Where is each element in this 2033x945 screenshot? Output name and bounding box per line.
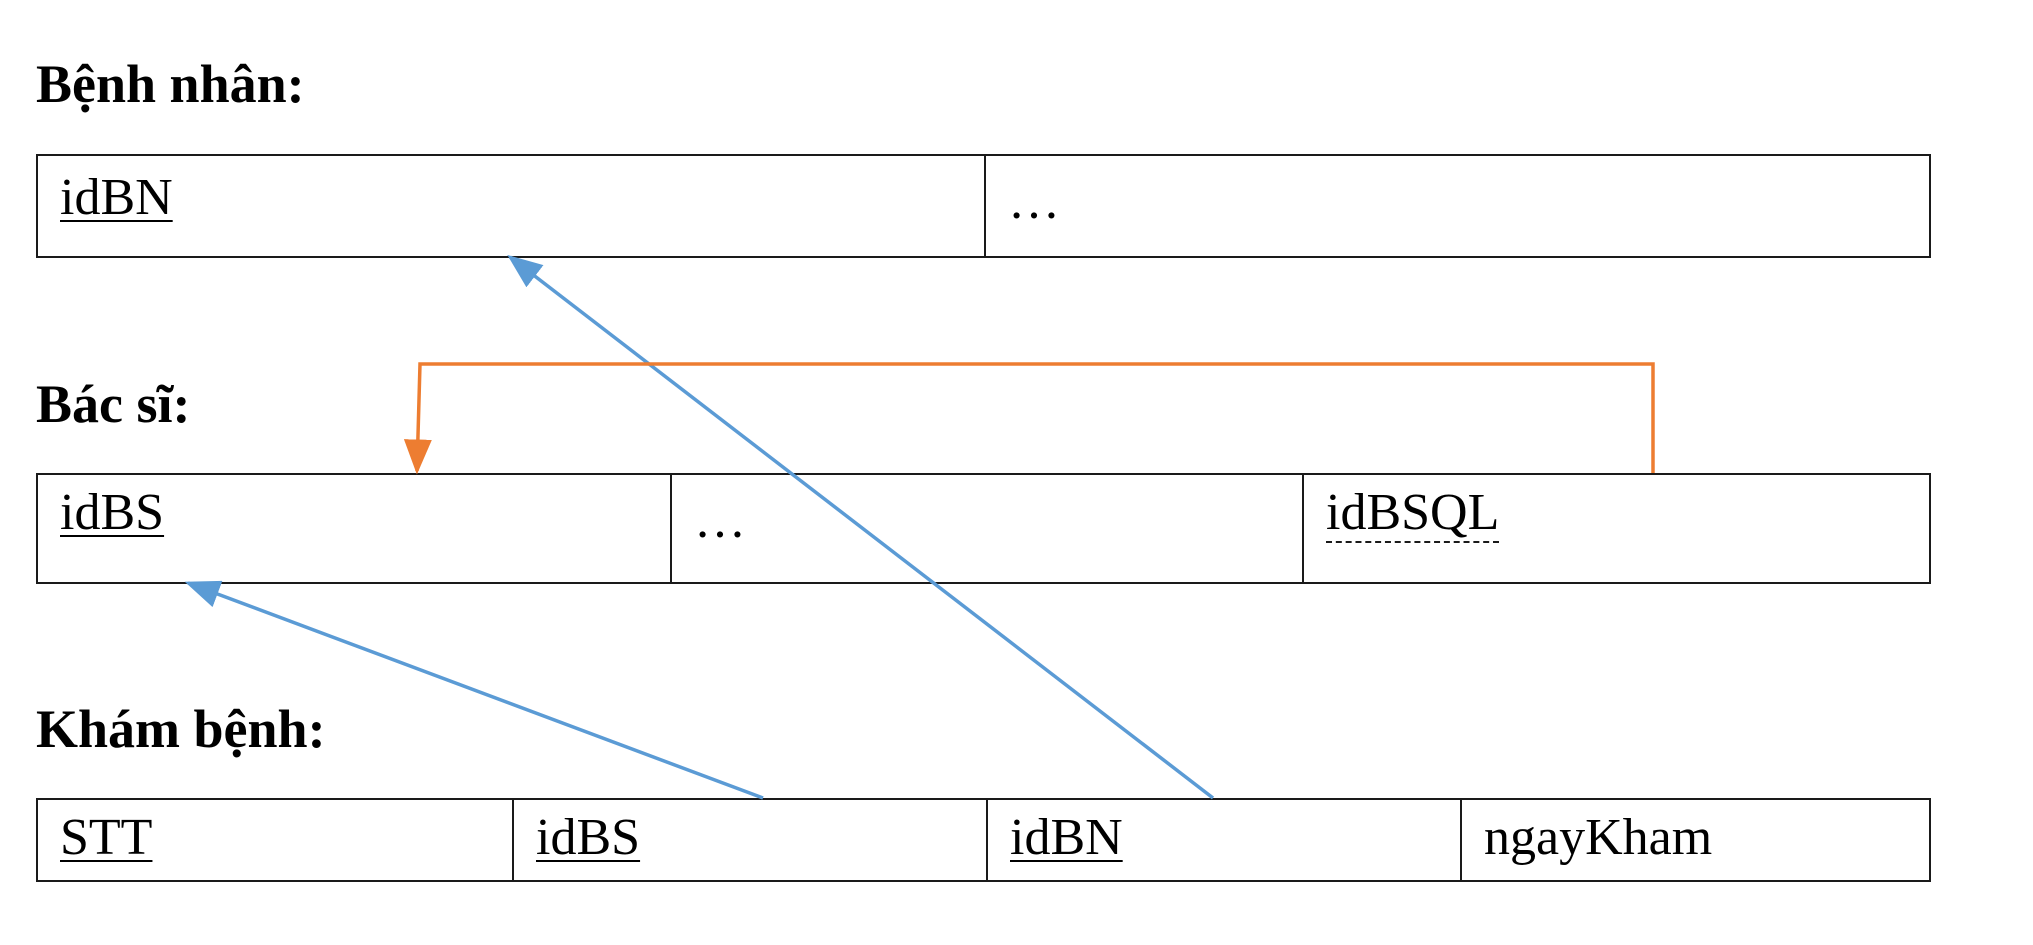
fk-arrow-idbs [184,580,764,800]
entity-title-kham-benh: Khám bệnh: [36,699,326,759]
entity-title-bac-si: Bác sĩ: [36,374,191,434]
column-label: idBSQL [1326,484,1500,543]
column-more: … [670,475,1302,582]
column-label: idBN [60,169,173,226]
column-ngaykham: ngayKham [1460,800,1929,880]
column-label: … [1008,173,1064,230]
column-idbsql: idBSQL [1302,475,1929,582]
column-label: idBS [536,809,641,866]
column-stt: STT [38,800,512,880]
column-more: … [984,156,1929,256]
column-idbn: idBN [986,800,1460,880]
column-idbn: idBN [38,156,984,256]
column-label: ngayKham [1484,809,1713,866]
column-label: … [694,492,750,549]
column-label: idBN [1010,809,1123,866]
entity-title-benh-nhan: Bệnh nhân: [36,54,305,114]
column-label: STT [60,809,153,866]
column-idbs: idBS [512,800,986,880]
table-kham-benh: STT idBS idBN ngayKham [36,798,1931,882]
table-bac-si: idBS … idBSQL [36,473,1931,584]
fk-arrow-idbsql [403,362,1655,475]
table-benh-nhan: idBN … [36,154,1931,258]
column-idbs: idBS [38,475,670,582]
column-label: idBS [60,484,165,541]
